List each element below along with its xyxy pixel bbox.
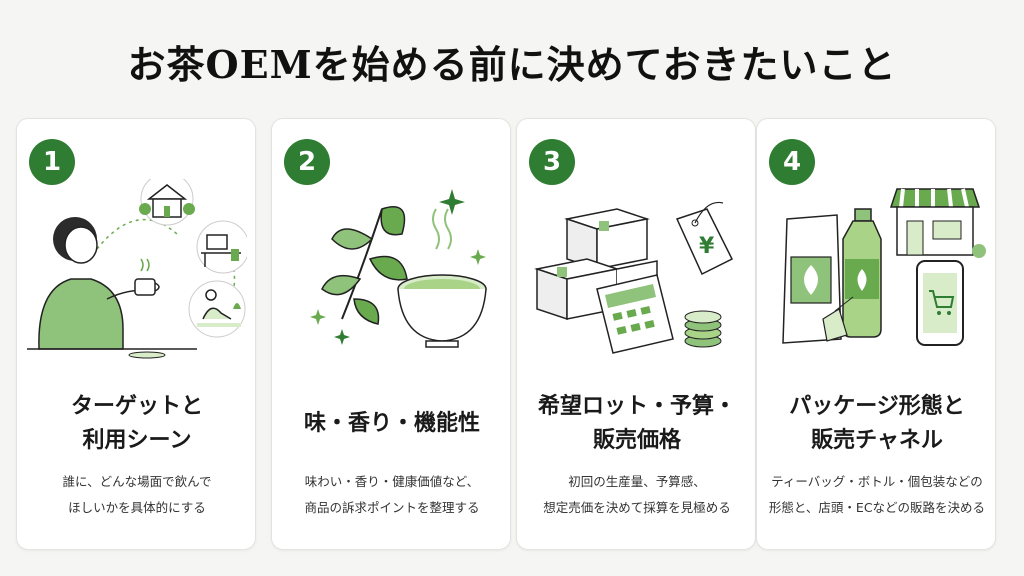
card-title-line: 販売価格 [592,427,681,453]
card-description-line: ティーバッグ・ボトル・個包装などの [771,474,983,489]
step-number-badge: 2 [284,139,330,185]
card-title: 希望ロット・予算・ 販売価格 [517,387,757,459]
card-description-line: 商品の訴求ポイントを整理する [304,500,480,515]
card-title-line: 味・香り・機能性 [303,410,480,436]
card-title-line: 利用シーン [82,427,192,453]
person-drinking-tea-icon [27,179,247,359]
person-relaxing-icon [188,280,246,338]
card-description: 初回の生産量、予算感、 想定売価を決めて採算を見極める [517,469,757,521]
calculator-icon [596,274,674,354]
house-icon [139,179,195,226]
card-taste-aroma: 2 味・香り・機能性 味わい [271,118,511,550]
storefront-icon [889,188,986,258]
smartphone-cart-icon [916,260,964,346]
card-description-line: 初回の生産量、予算感、 [568,474,706,489]
card-title-line: パッケージ形態と [789,393,965,419]
tea-leaves-icon [310,189,487,348]
boxes-icon: ¥ [534,201,734,354]
card-description: 誰に、どんな場面で飲んで ほしいかを具体的にする [17,469,257,521]
card-package-channel: 4 [756,118,996,550]
card-title: ターゲットと 利用シーン [17,387,257,459]
card-description-line: ほしいかを具体的にする [68,500,206,515]
card-title: 味・香り・機能性 [272,387,512,459]
card-description: 味わい・香り・健康価値など、 商品の訴求ポイントを整理する [272,469,512,521]
tea-bag-icon [822,296,854,342]
card-title-line: 希望ロット・予算・ [537,393,736,419]
sparkle-icon [310,189,486,345]
step-number-badge: 3 [529,139,575,185]
card-title-line: 販売チャネル [811,427,943,453]
card-title-line: ターゲットと [70,393,203,419]
price-tag-icon: ¥ [675,201,734,276]
price-symbol: ¥ [699,234,715,259]
cards-row: 1 [16,118,1008,550]
step-number-badge: 1 [29,139,75,185]
card-description-line: 味わい・香り・健康価値など、 [304,474,480,489]
page-title: お茶OEMを始める前に決めておきたいこと [127,42,897,87]
tea-pouch-icon [782,188,986,346]
card-target-scene: 1 [16,118,256,550]
card-title: パッケージ形態と 販売チャネル [757,387,997,459]
step-number-badge: 4 [769,139,815,185]
card-description-line: 形態と、店頭・ECなどの販路を決める [768,500,986,515]
tea-bottle-icon [842,208,882,338]
card-description: ティーバッグ・ボトル・個包装などの 形態と、店頭・ECなどの販路を決める [757,469,997,521]
card-lot-budget-price: 3 ¥ [516,118,756,550]
tea-bowl-icon [397,274,487,348]
desk-icon [196,220,247,274]
card-description-line: 誰に、どんな場面で飲んで [62,474,212,489]
card-description-line: 想定売価を決めて採算を見極める [543,500,731,515]
coins-icon [684,310,722,348]
